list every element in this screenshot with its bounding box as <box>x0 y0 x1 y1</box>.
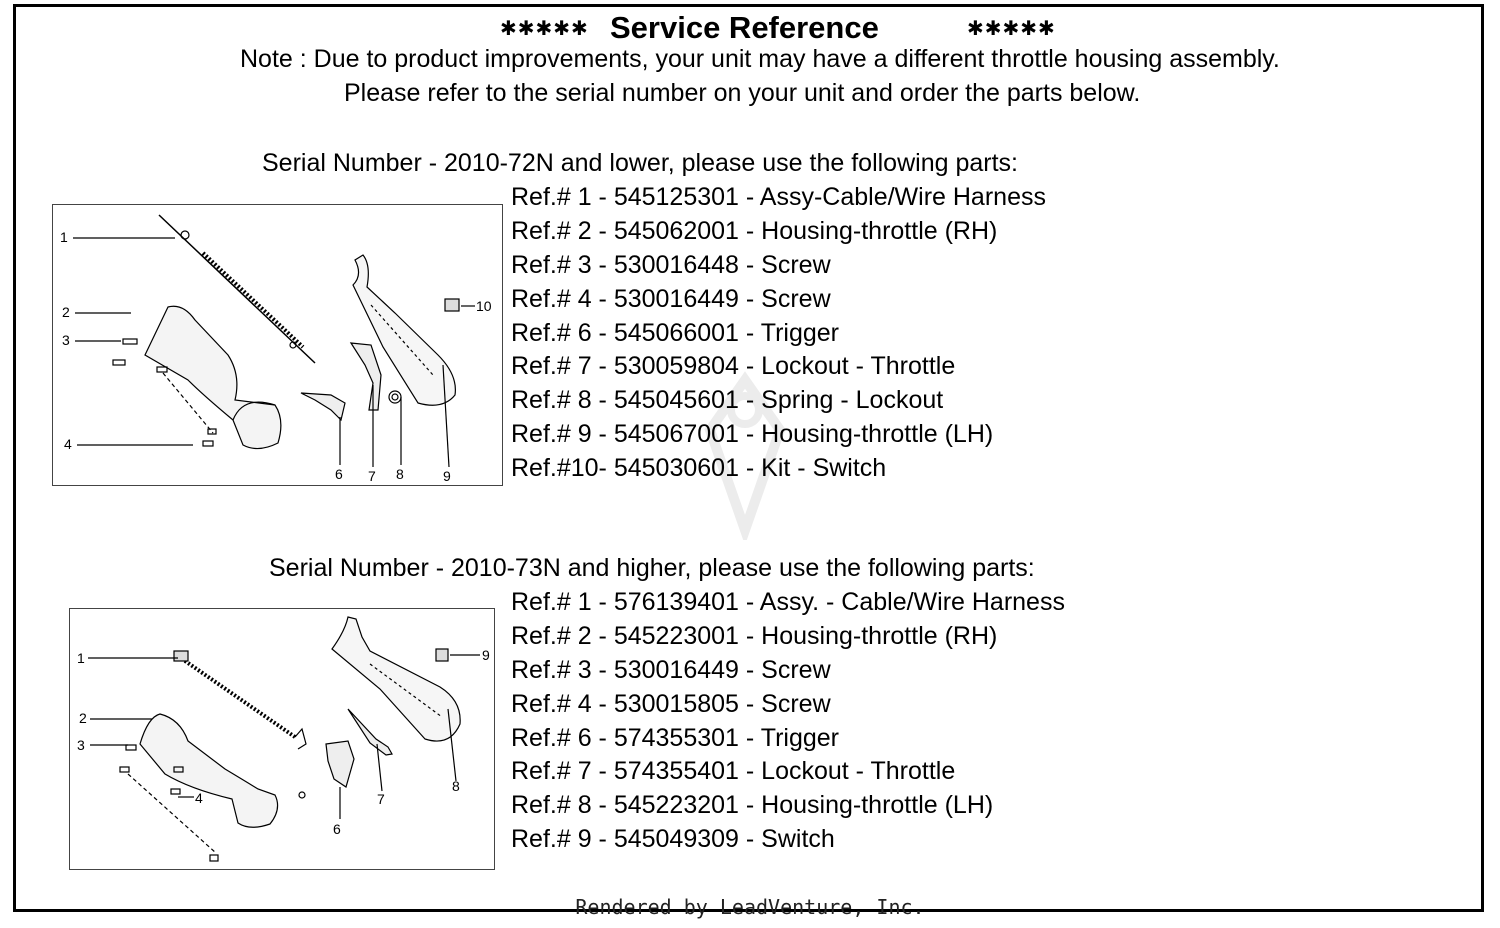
part-row: Ref.# 8 - 545223201 - Housing-throttle (… <box>511 791 994 820</box>
page-title: Service Reference <box>610 10 879 45</box>
part-row: Ref.# 6 - 574355301 - Trigger <box>511 723 839 752</box>
callout-6: 6 <box>335 466 343 482</box>
part-row: Ref.# 1 - 576139401 - Assy. - Cable/Wire… <box>511 588 1065 616</box>
callout-4: 4 <box>64 436 72 452</box>
part-row: Ref.# 7 - 530059804 - Lockout - Throttle <box>511 352 956 381</box>
callout-4: 4 <box>195 790 203 806</box>
part-row: Ref.# 2 - 545223001 - Housing-throttle (… <box>511 621 998 650</box>
stars-left-decoration: ✱✱✱✱✱ <box>500 18 589 40</box>
part-row: Ref.# 9 - 545067001 - Housing-throttle (… <box>511 420 994 449</box>
title-row: ✱✱✱✱✱ Service Reference ✱✱✱✱✱ <box>0 6 1500 45</box>
note-line-1: Note : Due to product improvements, your… <box>240 45 1280 73</box>
callout-8: 8 <box>396 466 404 482</box>
part-row: Ref.# 4 - 530015805 - Screw <box>511 689 831 718</box>
callout-9: 9 <box>482 647 490 663</box>
callout-7: 7 <box>377 791 385 807</box>
section1-exploded-diagram: 1 2 3 4 6 7 8 9 10 <box>52 204 503 486</box>
section1-diagram-drawing <box>73 214 475 468</box>
callout-7: 7 <box>368 468 376 484</box>
part-row: Ref.#10- 545030601 - Kit - Switch <box>511 454 887 483</box>
callout-8: 8 <box>452 778 460 794</box>
part-row: Ref.# 2 - 545062001 - Housing-throttle (… <box>511 216 998 245</box>
callout-1: 1 <box>77 650 85 666</box>
page-border <box>13 4 1484 912</box>
part-row: Ref.# 9 - 545049309 - Switch <box>511 825 835 854</box>
section2-diagram-drawing <box>88 616 480 862</box>
part-row: Ref.# 4 - 530016449 - Screw <box>511 284 831 313</box>
callout-6: 6 <box>333 821 341 837</box>
watermark-logo-icon <box>704 371 786 540</box>
part-row: Ref.# 8 - 545045601 - Spring - Lockout <box>511 386 944 415</box>
note-line-2: Please refer to the serial number on you… <box>344 79 1141 107</box>
part-row: Ref.# 3 - 530016449 - Screw <box>511 655 831 684</box>
section1-parts-list: Ref.# 1 - 545125301 - Assy-Cable/Wire Ha… <box>511 181 1046 486</box>
part-row: Ref.# 7 - 574355401 - Lockout - Throttle <box>511 757 956 786</box>
callout-2: 2 <box>62 304 70 320</box>
footer-credit: Rendered by LeadVenture, Inc. <box>575 895 925 919</box>
part-row: Ref.# 6 - 545066001 - Trigger <box>511 318 839 347</box>
section2-parts-list: Ref.# 1 - 576139401 - Assy. - Cable/Wire… <box>511 586 1065 857</box>
callout-3: 3 <box>77 737 85 753</box>
section2-exploded-diagram: 1 2 3 4 6 7 8 9 <box>69 608 495 870</box>
callout-10: 10 <box>476 298 492 314</box>
callout-2: 2 <box>79 710 87 726</box>
callout-3: 3 <box>62 332 70 348</box>
part-row: Ref.# 3 - 530016448 - Screw <box>511 250 831 279</box>
callout-1: 1 <box>60 229 68 245</box>
part-row: Ref.# 1 - 545125301 - Assy-Cable/Wire Ha… <box>511 183 1046 211</box>
callout-9: 9 <box>443 468 451 484</box>
stars-right-decoration: ✱✱✱✱✱ <box>967 18 1056 40</box>
section2-heading: Serial Number - 2010-73N and higher, ple… <box>269 554 1035 582</box>
section1-heading: Serial Number - 2010-72N and lower, plea… <box>262 149 1018 177</box>
